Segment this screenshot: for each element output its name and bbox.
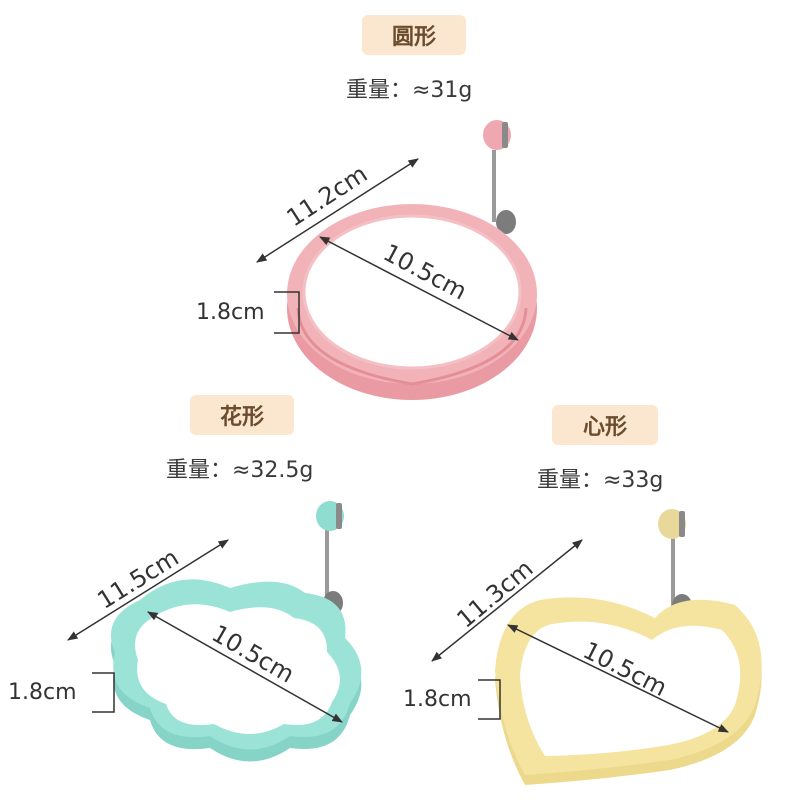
shape-badge-flower: 花形	[190, 395, 294, 435]
height-label-round: 1.8cm	[196, 300, 265, 325]
heart-egg-ring	[431, 509, 762, 785]
flower-egg-ring	[67, 501, 362, 762]
shape-badge-heart: 心形	[552, 405, 658, 445]
shape-badge-round: 圆形	[362, 15, 466, 55]
weight-label-flower: 重量：≈32.5g	[166, 458, 314, 483]
weight-label-round: 重量：≈31g	[346, 78, 473, 103]
height-label-heart: 1.8cm	[403, 687, 472, 712]
height-label-flower: 1.8cm	[8, 680, 77, 705]
round-egg-ring	[256, 120, 537, 400]
weight-label-heart: 重量：≈33g	[537, 468, 664, 493]
